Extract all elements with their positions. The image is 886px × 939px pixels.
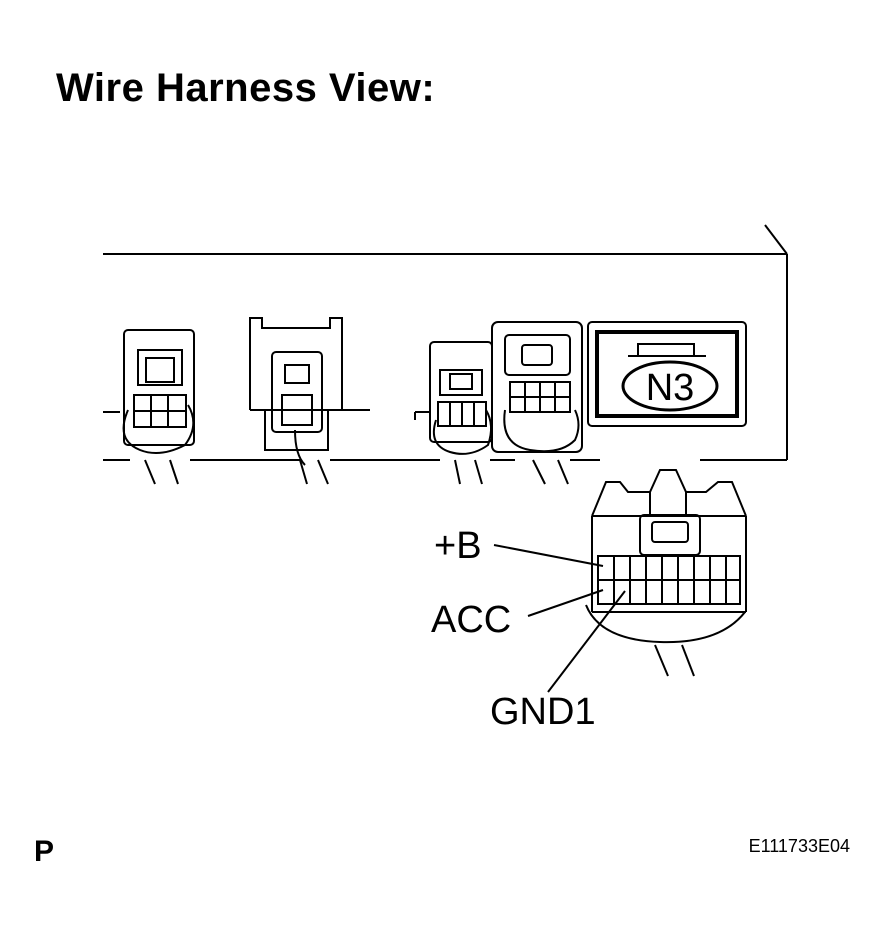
page-title: Wire Harness View: [56,66,436,110]
connector-4 [492,322,582,484]
leader-acc [528,590,603,616]
connector-1 [124,330,194,484]
terminal-label-acc: ACC [431,599,511,641]
terminal-label-plus-b: +B [434,525,482,567]
n3-header [588,322,746,426]
connector-label-n3: N3 [646,367,695,409]
leader-plus-b [494,545,603,566]
harness-connector [586,470,746,676]
connector-3 [430,342,492,484]
figure-id: E111733E04 [748,836,850,856]
footer-letter: P [34,835,55,868]
leader-gnd1 [548,591,625,692]
connector-2 [250,318,370,484]
unit-housing [103,225,787,460]
terminal-label-gnd1: GND1 [490,691,596,733]
